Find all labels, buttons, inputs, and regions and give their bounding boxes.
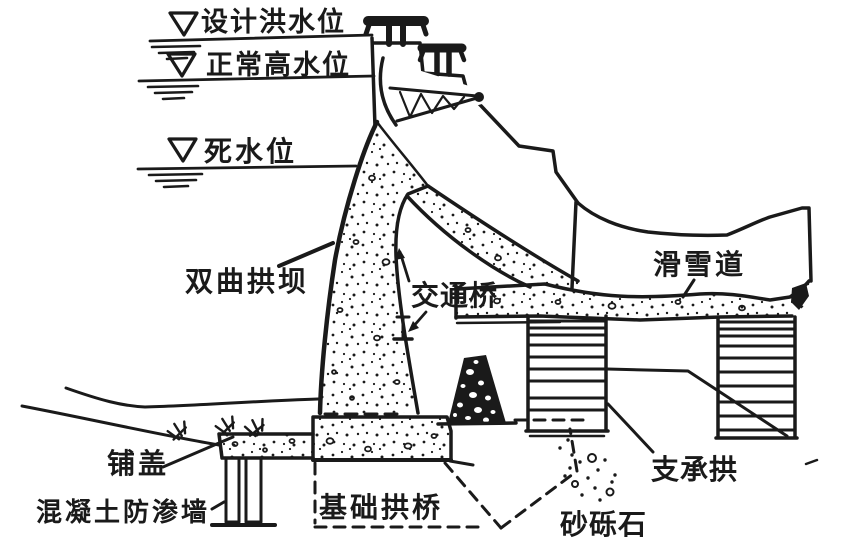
- flip-bucket-lip: [791, 283, 809, 310]
- leader-supporting-arch: [606, 402, 655, 454]
- downstream-rock-profile: [576, 201, 813, 283]
- leader-supporting-arch-span: [605, 367, 789, 438]
- label-design-flood-level: 设计洪水位: [201, 6, 346, 38]
- leader-blanket: [161, 435, 235, 469]
- label-dead-water-level: 死水位: [204, 135, 297, 168]
- label-sand-gravel: 砂砾石: [560, 508, 647, 541]
- leader-ski-slide: [681, 278, 696, 299]
- label-arch-dam: 双曲拱坝: [185, 265, 309, 298]
- crane-rail-small-icon: [417, 43, 467, 77]
- radial-gate-icon: [378, 56, 484, 127]
- text-labels: 设计洪水位 正常高水位 死水位 双曲拱坝 交通桥 滑雪道 铺盖 混凝土防渗墙 基…: [36, 6, 746, 541]
- upstream-blanket: [217, 432, 315, 460]
- leader-cutoff-wall: [210, 500, 226, 511]
- water-level-normal-high: [137, 52, 376, 101]
- upstream-ground-lines: [20, 386, 320, 447]
- crest-gantry: [363, 16, 813, 290]
- ski-slide-deck: [454, 279, 811, 325]
- foundation-block: [311, 415, 475, 467]
- excavation-dashed-outline: [313, 418, 585, 530]
- support-pier-right: [714, 315, 799, 440]
- spillway-chute: [405, 184, 580, 289]
- label-supporting-arch: 支承拱: [651, 453, 738, 486]
- leader-traffic-bridge: [392, 248, 428, 341]
- label-blanket: 铺盖: [107, 447, 169, 480]
- label-normal-high-water-level: 正常高水位: [206, 49, 351, 81]
- leader-arch-dam: [277, 241, 335, 268]
- crane-rail-icon: [363, 16, 429, 47]
- label-ski-slide: 滑雪道: [653, 248, 746, 281]
- cutoff-wall: [210, 456, 277, 527]
- bridge-section-icon: [392, 315, 414, 341]
- water-level-dead: [136, 137, 358, 189]
- label-foundation-arch-bridge: 基础拱桥: [319, 491, 443, 524]
- water-level-design-flood: [148, 11, 374, 61]
- leader-lines: [161, 241, 789, 511]
- rubble-mound: [436, 355, 518, 426]
- reservoir-water-levels: [136, 11, 376, 189]
- gravel-patch: [558, 438, 819, 502]
- label-concrete-cutoff-wall: 混凝土防渗墙: [36, 497, 210, 528]
- support-pier-left: [524, 314, 610, 438]
- label-traffic-bridge: 交通桥: [411, 279, 498, 312]
